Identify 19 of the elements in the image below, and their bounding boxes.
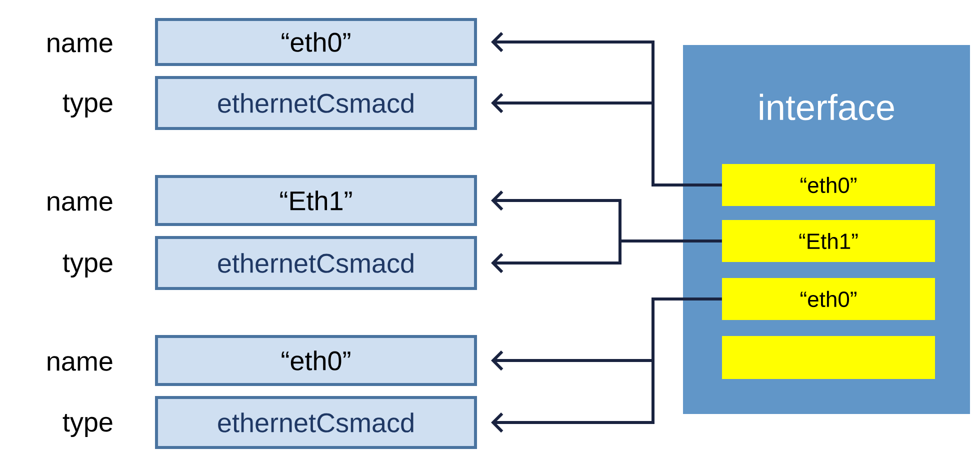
arrow xyxy=(491,240,722,274)
field-label: name xyxy=(48,38,112,52)
slot-box: “eth0” xyxy=(722,278,935,320)
value-box: ethernetCsmacd xyxy=(155,236,477,290)
value-box: “eth0” xyxy=(155,335,477,386)
field-label: type xyxy=(62,254,112,278)
arrow xyxy=(491,92,722,186)
empty-slot xyxy=(722,336,935,379)
value-box: ethernetCsmacd xyxy=(155,396,477,449)
value-box: “Eth1” xyxy=(155,175,477,226)
value-box: ethernetCsmacd xyxy=(155,76,477,130)
slot-box: “eth0” xyxy=(722,164,935,206)
slot-box: “Eth1” xyxy=(722,220,935,262)
field-label: name xyxy=(48,196,112,211)
field-label: type xyxy=(62,94,112,118)
arrow xyxy=(491,298,722,433)
value-box: “eth0” xyxy=(155,18,477,66)
field-label: type xyxy=(62,414,112,438)
field-label: name xyxy=(48,356,112,371)
